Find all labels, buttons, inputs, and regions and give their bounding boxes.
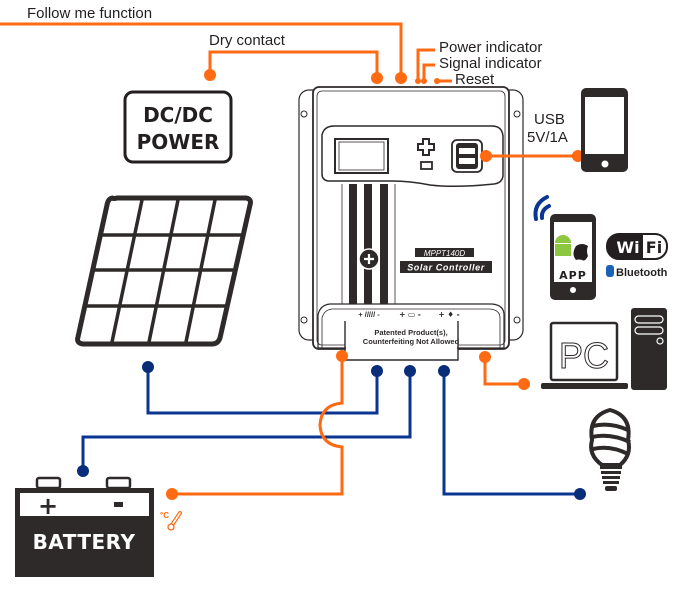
temp-sensor-dot (166, 488, 178, 500)
follow-me-label: Follow me function (27, 5, 152, 22)
model-label: MPPT140D (424, 249, 466, 258)
heatsink-stripe (349, 184, 357, 304)
light-bulb-icon (589, 407, 631, 491)
solar-controller: MPPT140D Solar Controller + ///// - + ▭ … (298, 86, 524, 361)
battery-label: BATTERY (33, 530, 136, 554)
android-icon (555, 235, 571, 243)
battery-dot (77, 465, 89, 477)
signal-indicator-label: Signal indicator (439, 55, 542, 72)
mount-hole (513, 110, 521, 118)
wifi-logo: Wi Fi (606, 233, 668, 260)
signal-indicator-led (421, 78, 427, 84)
plus-button[interactable] (417, 138, 435, 156)
load-terminal-dot (438, 365, 450, 377)
pc-wire (483, 357, 524, 386)
terminal-cover (344, 321, 459, 361)
mount-hole (300, 110, 308, 118)
notice-line1: Patented Product(s), (374, 328, 447, 337)
pc-tower-icon (631, 308, 667, 390)
pc-dot (518, 378, 530, 390)
reset-button[interactable] (434, 78, 440, 84)
notice-line2: Counterfeiting Not Allowed (363, 337, 460, 346)
heatsink-stripe (380, 184, 388, 304)
pc-label: PC (559, 335, 609, 376)
smartphone-icon (581, 88, 628, 172)
signal-indicator-leader (422, 63, 435, 80)
usb-label-line2: 5V/1A (527, 129, 568, 146)
follow-me-port (395, 72, 407, 84)
apple-icon (573, 244, 588, 261)
temp-sensor-port (336, 350, 348, 362)
minus-button[interactable] (420, 161, 433, 170)
bluetooth-icon (606, 265, 614, 277)
temp-sensor-label: °C (160, 511, 169, 520)
battery-wire (81, 370, 412, 470)
dry-contact-dcdc-dot (204, 69, 216, 81)
usb-port (451, 139, 483, 173)
terminal-pv-label: + ///// - (358, 310, 380, 319)
wifi-label-left: Wi (616, 238, 639, 257)
app-label: APP (559, 269, 587, 282)
dry-contact-label: Dry contact (209, 32, 286, 49)
solar-panel-icon (75, 195, 253, 347)
battery-icon: + BATTERY (15, 476, 154, 577)
heatsink-stripe (364, 184, 372, 304)
bluetooth-label: Bluetooth (616, 267, 668, 279)
bluetooth-logo: Bluetooth (606, 265, 668, 279)
power-indicator-led (415, 78, 421, 84)
app-phone-icon: APP (550, 214, 596, 300)
battery-minus-mark (114, 502, 123, 507)
temp-sensor-wire (172, 356, 344, 496)
power-indicator-leader (416, 48, 435, 80)
solar-panel-dot (142, 361, 154, 373)
terminal-load-label: + ♦ - (438, 310, 459, 319)
battery-plus-label: + (38, 492, 58, 520)
wireless-signal-icon (533, 195, 551, 221)
power-indicator-label: Power indicator (439, 39, 542, 56)
pc-port-dot (479, 351, 491, 363)
follow-me-wire (0, 22, 403, 78)
wifi-label-right: Fi (646, 238, 662, 257)
dcdc-line2: POWER (137, 130, 220, 154)
load-wire (442, 370, 580, 496)
reset-label: Reset (455, 71, 495, 88)
pc-laptop-icon: PC (541, 321, 628, 389)
dry-contact-port (371, 72, 383, 84)
usb-label-line1: USB (534, 111, 565, 128)
mount-hole (513, 316, 521, 324)
lamp-dot (574, 488, 586, 500)
terminal-battery-label: + ▭ - (399, 310, 421, 319)
lcd-display (334, 138, 389, 174)
pv-terminal-dot (371, 365, 383, 377)
thermometer-icon: °C (160, 511, 182, 531)
dry-contact-wire (208, 50, 379, 80)
pv-wire (146, 367, 379, 415)
battery-terminal-dot (404, 365, 416, 377)
dcdc-line1: DC/DC (143, 103, 213, 127)
mount-hole (300, 316, 308, 324)
dcdc-power-box: DC/DC POWER (123, 90, 233, 164)
product-name-label: Solar Controller (407, 263, 485, 273)
usb-port-dot (480, 150, 492, 162)
